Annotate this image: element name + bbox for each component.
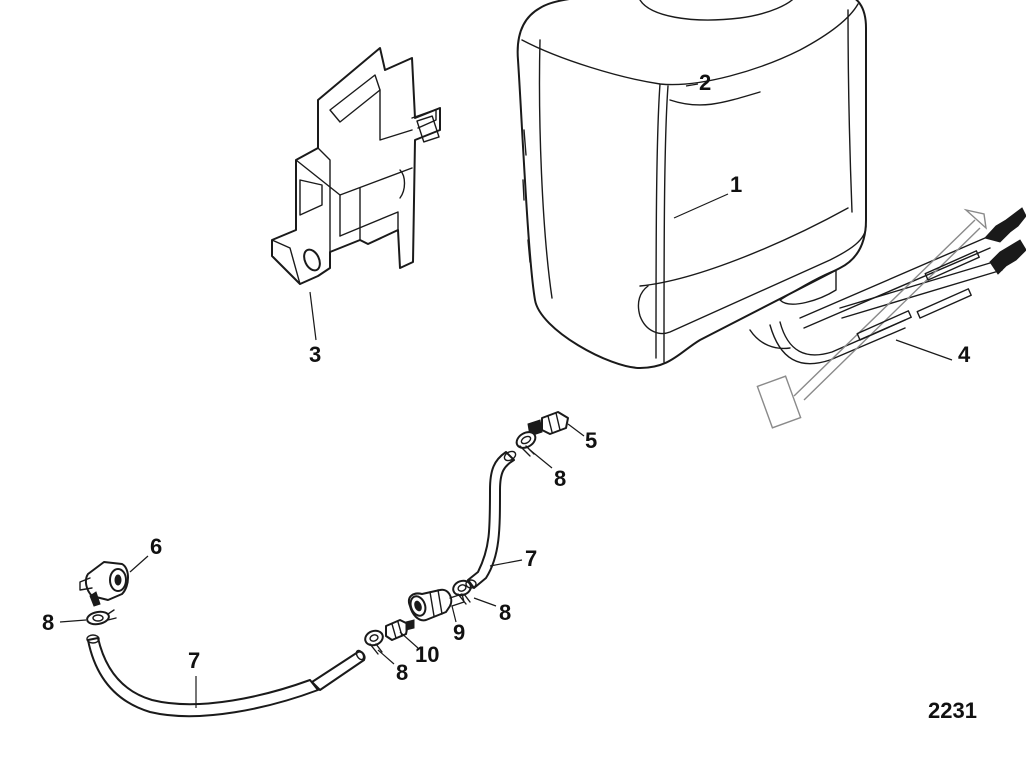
- barb-fitting: [385, 619, 415, 641]
- hose-clamp-mid-left: [364, 629, 384, 655]
- callout-1: 1: [730, 172, 742, 197]
- elbow-fitting: [79, 561, 129, 607]
- callout-3: 3: [309, 342, 321, 367]
- callout-7-upper: 7: [525, 546, 537, 571]
- callout-9: 9: [453, 620, 465, 645]
- callout-7-lower: 7: [188, 648, 200, 673]
- callout-5: 5: [585, 428, 597, 453]
- callout-8-mid-right: 8: [499, 600, 511, 625]
- callout-10: 10: [415, 642, 439, 667]
- callout-8-left: 8: [42, 610, 54, 635]
- quick-connector: [408, 588, 465, 622]
- callout-2: 2: [699, 70, 711, 95]
- callouts: 1 2 3 4 5 8 6 7 8 9 8 10 7 8: [42, 70, 971, 685]
- leader-lines: [59, 83, 953, 708]
- oil-tank: [516, 0, 867, 369]
- hose-clamp-left: [86, 609, 117, 626]
- hose-fitting: [527, 411, 569, 437]
- oil-hose-upper: [465, 450, 517, 589]
- callout-4: 4: [958, 342, 971, 367]
- callout-6: 6: [150, 534, 162, 559]
- mounting-bracket: [271, 47, 441, 285]
- oil-hose-lower: [86, 634, 366, 718]
- oil-pickup-assembly: [749, 207, 1026, 429]
- callout-8-mid-left: 8: [396, 660, 408, 685]
- callout-8-upper: 8: [554, 466, 566, 491]
- figure-number: 2231: [928, 698, 977, 723]
